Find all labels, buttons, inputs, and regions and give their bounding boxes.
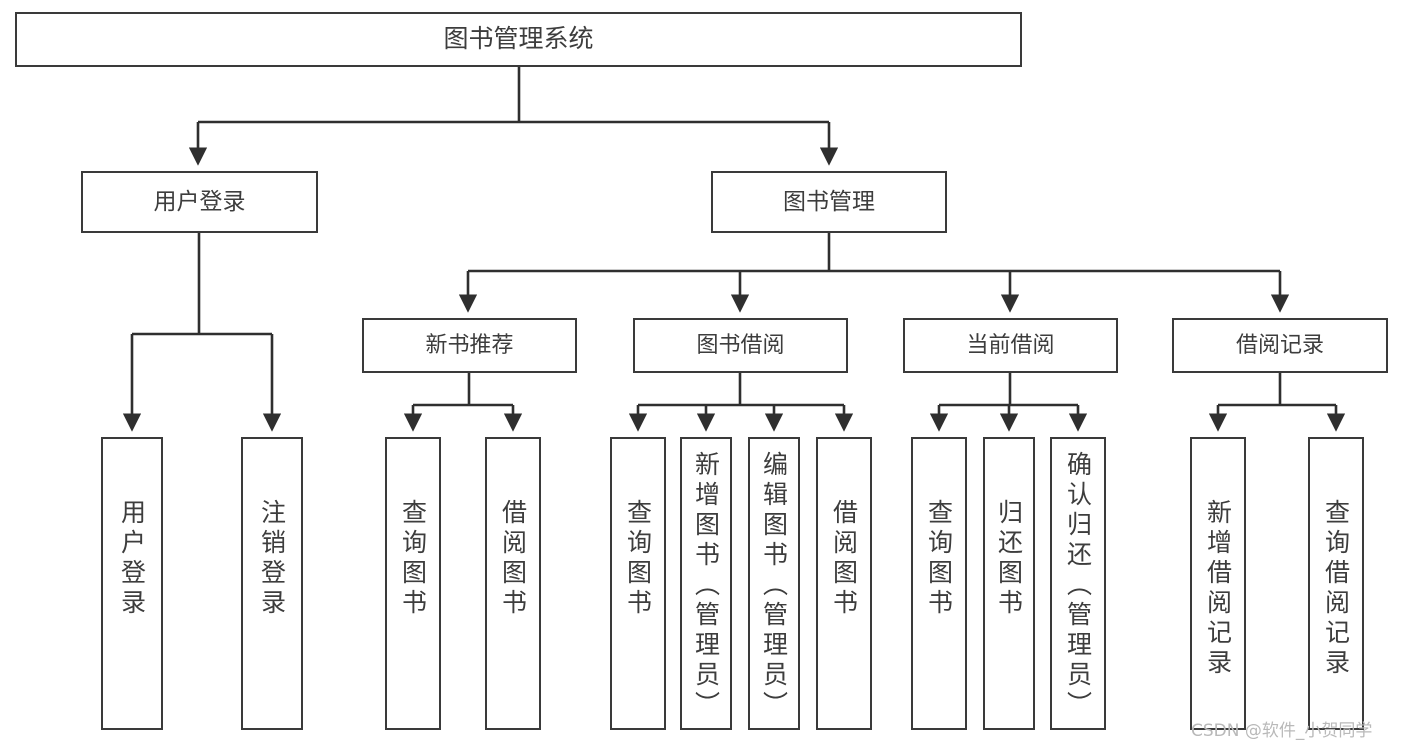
leaf-query-book-new[interactable]: 查询图书 (385, 437, 441, 730)
node-label: 查询图书 (398, 499, 428, 619)
node-label: 归还图书 (994, 499, 1024, 619)
node-label: 新增图书（管理员） (691, 451, 721, 721)
node-root-system[interactable]: 图书管理系统 (15, 12, 1022, 67)
leaf-edit-book-admin[interactable]: 编辑图书（管理员） (748, 437, 800, 730)
node-label: 新书推荐 (425, 332, 514, 358)
leaf-query-book-current[interactable]: 查询图书 (911, 437, 967, 730)
node-label: 图书管理 (783, 188, 875, 215)
node-label: 借阅记录 (1235, 332, 1324, 358)
node-user-login[interactable]: 用户登录 (81, 171, 318, 233)
node-label: 确认归还（管理员） (1063, 451, 1093, 721)
node-book-management[interactable]: 图书管理 (711, 171, 947, 233)
node-label: 图书借阅 (696, 332, 785, 358)
node-label: 查询图书 (924, 499, 954, 619)
leaf-query-borrow-record[interactable]: 查询借阅记录 (1308, 437, 1364, 730)
node-borrow-record[interactable]: 借阅记录 (1172, 318, 1388, 373)
node-label: 借阅图书 (829, 499, 859, 619)
node-new-book-recommend[interactable]: 新书推荐 (362, 318, 577, 373)
leaf-return-book[interactable]: 归还图书 (983, 437, 1035, 730)
node-label: 借阅图书 (498, 499, 528, 619)
node-label: 查询图书 (623, 499, 653, 619)
node-label: 新增借阅记录 (1203, 499, 1233, 679)
leaf-confirm-return-admin[interactable]: 确认归还（管理员） (1050, 437, 1106, 730)
node-label: 图书管理系统 (443, 24, 594, 54)
csdn-watermark: CSDN @软件_小贺同学 (1191, 721, 1373, 741)
node-book-borrow[interactable]: 图书借阅 (633, 318, 848, 373)
leaf-add-book-admin[interactable]: 新增图书（管理员） (680, 437, 732, 730)
node-current-borrow[interactable]: 当前借阅 (903, 318, 1118, 373)
node-label: 编辑图书（管理员） (759, 451, 789, 721)
leaf-add-borrow-record[interactable]: 新增借阅记录 (1190, 437, 1246, 730)
leaf-user-login[interactable]: 用户登录 (101, 437, 163, 730)
node-label: 用户登录 (117, 499, 147, 619)
leaf-borrow-book-new[interactable]: 借阅图书 (485, 437, 541, 730)
leaf-borrow-book[interactable]: 借阅图书 (816, 437, 872, 730)
node-label: 用户登录 (153, 188, 246, 215)
node-label: 注销登录 (257, 499, 287, 619)
node-label: 查询借阅记录 (1321, 499, 1351, 679)
node-label: 当前借阅 (966, 332, 1055, 358)
leaf-query-book-borrow[interactable]: 查询图书 (610, 437, 666, 730)
leaf-logout[interactable]: 注销登录 (241, 437, 303, 730)
